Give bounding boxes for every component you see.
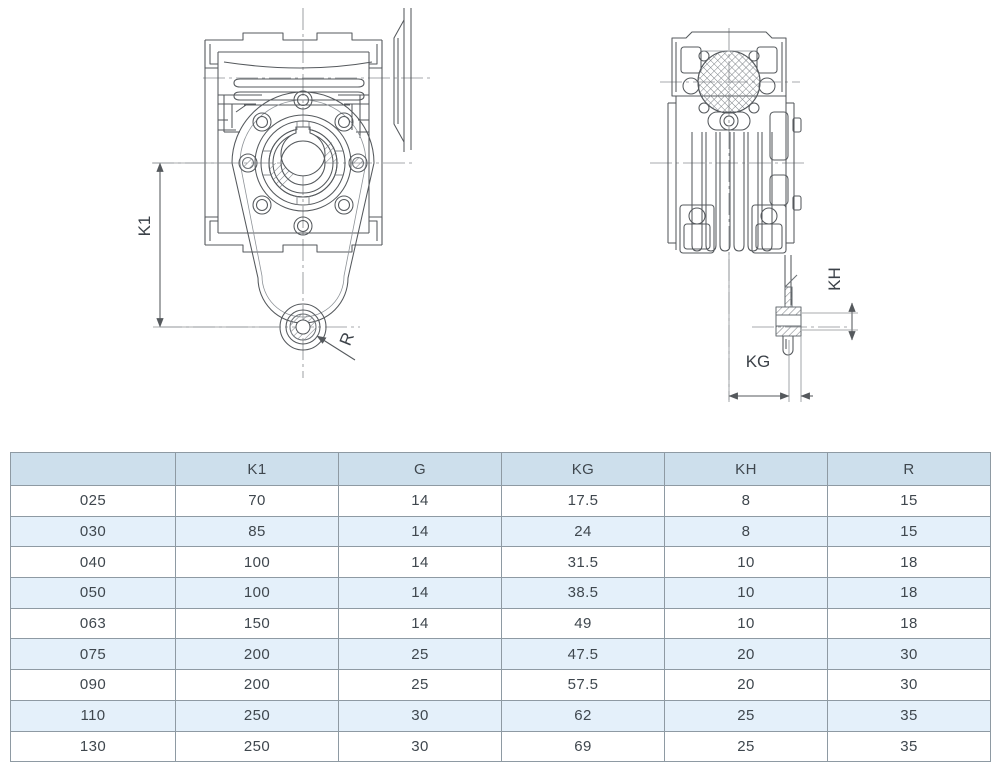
cell-model: 040 bbox=[10, 546, 176, 579]
technical-drawing-area: K1 R KH KG bbox=[135, 8, 858, 402]
cell-k1: 100 bbox=[175, 577, 339, 609]
cell-kg: 31.5 bbox=[501, 546, 665, 579]
table-header-r: R bbox=[827, 452, 991, 486]
cell-kh: 10 bbox=[664, 607, 828, 640]
cell-g: 30 bbox=[338, 730, 502, 762]
cell-r: 18 bbox=[827, 546, 991, 579]
ring-ticks bbox=[263, 121, 343, 205]
cell-r: 15 bbox=[827, 515, 991, 548]
drawing-svg: K1 R KH KG bbox=[135, 8, 858, 402]
motor-fan-cover bbox=[671, 31, 787, 114]
cell-model: 130 bbox=[10, 730, 176, 762]
cell-kh: 8 bbox=[664, 485, 828, 517]
cell-k1: 250 bbox=[175, 730, 339, 762]
side-slots bbox=[769, 111, 802, 211]
internal-ribs-left bbox=[218, 94, 262, 133]
cell-r: 30 bbox=[827, 669, 991, 701]
cell-g: 25 bbox=[338, 638, 502, 671]
cell-kg: 69 bbox=[501, 730, 665, 762]
cell-r: 18 bbox=[827, 607, 991, 640]
cell-kg: 17.5 bbox=[501, 485, 665, 517]
cell-model: 110 bbox=[10, 699, 176, 732]
side-view-group bbox=[650, 28, 858, 402]
flange-bolt-holes bbox=[238, 90, 368, 236]
cell-model: 030 bbox=[10, 515, 176, 548]
cell-g: 14 bbox=[338, 485, 502, 517]
cell-k1: 250 bbox=[175, 699, 339, 732]
cell-kh: 10 bbox=[664, 546, 828, 579]
mounting-feet bbox=[679, 204, 787, 254]
cell-kg: 38.5 bbox=[501, 577, 665, 609]
cell-kg: 49 bbox=[501, 607, 665, 640]
cell-model: 050 bbox=[10, 577, 176, 609]
cooling-fins-side bbox=[691, 132, 773, 252]
cell-model: 025 bbox=[10, 485, 176, 517]
cell-kh: 25 bbox=[664, 730, 828, 762]
cell-k1: 70 bbox=[175, 485, 339, 517]
front-view-group bbox=[152, 8, 432, 378]
cell-model: 063 bbox=[10, 607, 176, 640]
cell-r: 18 bbox=[827, 577, 991, 609]
cell-g: 30 bbox=[338, 699, 502, 732]
cell-r: 30 bbox=[827, 638, 991, 671]
cell-r: 15 bbox=[827, 485, 991, 517]
cell-k1: 200 bbox=[175, 638, 339, 671]
cell-g: 14 bbox=[338, 577, 502, 609]
output-bore-keyway bbox=[280, 126, 326, 186]
cell-kg: 57.5 bbox=[501, 669, 665, 701]
table-header-kg: KG bbox=[501, 452, 665, 486]
cell-k1: 200 bbox=[175, 669, 339, 701]
table-header-g: G bbox=[338, 452, 502, 486]
cell-kh: 8 bbox=[664, 515, 828, 548]
cell-kh: 20 bbox=[664, 638, 828, 671]
cell-kh: 10 bbox=[664, 577, 828, 609]
cell-g: 14 bbox=[338, 515, 502, 548]
r-label: R bbox=[336, 330, 358, 349]
cell-kh: 25 bbox=[664, 699, 828, 732]
output-shaft-assembly bbox=[775, 255, 802, 356]
cell-g: 25 bbox=[338, 669, 502, 701]
cell-model: 075 bbox=[10, 638, 176, 671]
cell-model: 090 bbox=[10, 669, 176, 701]
kh-label: KH bbox=[825, 267, 844, 291]
k1-label: K1 bbox=[135, 216, 154, 237]
cell-kg: 47.5 bbox=[501, 638, 665, 671]
cell-k1: 100 bbox=[175, 546, 339, 579]
kg-dimension bbox=[728, 252, 813, 402]
cell-kg: 24 bbox=[501, 515, 665, 548]
table-header-k1: K1 bbox=[175, 452, 339, 486]
cell-g: 14 bbox=[338, 546, 502, 579]
cell-kg: 62 bbox=[501, 699, 665, 732]
table-header-model bbox=[10, 452, 176, 486]
table-header-kh: KH bbox=[664, 452, 828, 486]
cell-k1: 85 bbox=[175, 515, 339, 548]
kh-dimension bbox=[802, 302, 858, 341]
kg-label: KG bbox=[746, 352, 771, 371]
motor-flange-outline bbox=[393, 8, 412, 152]
cell-r: 35 bbox=[827, 699, 991, 732]
torque-arm-bore bbox=[279, 303, 327, 351]
cell-g: 14 bbox=[338, 607, 502, 640]
cell-kh: 20 bbox=[664, 669, 828, 701]
housing-outline bbox=[204, 32, 383, 253]
breather-boss bbox=[707, 111, 751, 131]
table-header-row: K1 G KG KH R bbox=[10, 452, 991, 486]
cell-r: 35 bbox=[827, 730, 991, 762]
r-dimension-leader bbox=[316, 335, 356, 361]
k1-dimension bbox=[153, 162, 280, 328]
cell-k1: 150 bbox=[175, 607, 339, 640]
gearbox-body bbox=[667, 96, 795, 250]
